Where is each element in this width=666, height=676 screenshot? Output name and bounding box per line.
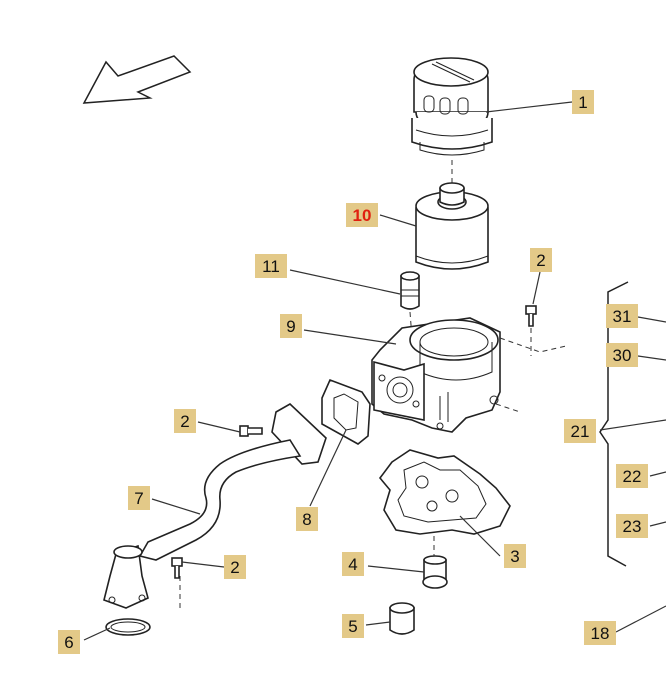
filter-housing-part [371, 317, 501, 433]
callout-2-bottom: 2 [224, 555, 246, 579]
svg-text:2: 2 [230, 558, 239, 577]
callout-30: 30 [606, 343, 638, 367]
callout-11: 11 [255, 254, 287, 278]
svg-text:10: 10 [353, 206, 372, 225]
oil-pipe-part [103, 403, 327, 609]
gasket-part [321, 378, 371, 445]
svg-text:9: 9 [286, 317, 295, 336]
svg-text:21: 21 [571, 422, 590, 441]
callout-4: 4 [342, 552, 364, 576]
svg-text:8: 8 [302, 510, 311, 529]
callout-23: 23 [616, 514, 648, 538]
svg-text:2: 2 [180, 412, 189, 431]
group-bracket [599, 281, 629, 567]
callout-18: 18 [584, 621, 616, 645]
svg-text:22: 22 [623, 467, 642, 486]
callout-10: 10 [346, 203, 378, 227]
callout-7: 7 [128, 486, 150, 510]
plug-part [422, 555, 448, 589]
callout-22: 22 [616, 464, 648, 488]
cap-part [389, 602, 415, 635]
callout-1: 1 [572, 90, 594, 114]
oil-filter-cap-part [411, 57, 493, 156]
callout-2-top: 2 [530, 248, 552, 272]
svg-text:18: 18 [591, 624, 610, 643]
leader-lines [83, 101, 666, 641]
callout-21: 21 [564, 419, 596, 443]
callout-9: 9 [280, 314, 302, 338]
front-direction-arrow-icon [82, 55, 192, 104]
svg-text:4: 4 [348, 555, 357, 574]
bolt-part-bottom [171, 557, 183, 579]
svg-text:6: 6 [64, 633, 73, 652]
callout-5: 5 [342, 614, 364, 638]
callout-31: 31 [606, 304, 638, 328]
callout-6: 6 [58, 630, 80, 654]
svg-text:7: 7 [134, 489, 143, 508]
bolt-part-top [525, 305, 537, 327]
svg-text:23: 23 [623, 517, 642, 536]
svg-text:5: 5 [348, 617, 357, 636]
bolt-part-left [239, 425, 263, 437]
callout-8: 8 [296, 507, 318, 531]
svg-text:1: 1 [578, 93, 587, 112]
svg-text:30: 30 [613, 346, 632, 365]
lower-gasket-part [378, 449, 511, 535]
o-ring-part [105, 618, 151, 636]
fitting-part [400, 271, 420, 310]
filter-element-part [415, 182, 489, 270]
svg-text:31: 31 [613, 307, 632, 326]
svg-text:11: 11 [262, 257, 280, 276]
svg-text:3: 3 [510, 547, 519, 566]
svg-text:2: 2 [536, 251, 545, 270]
callout-3: 3 [504, 544, 526, 568]
callout-2-left: 2 [174, 409, 196, 433]
